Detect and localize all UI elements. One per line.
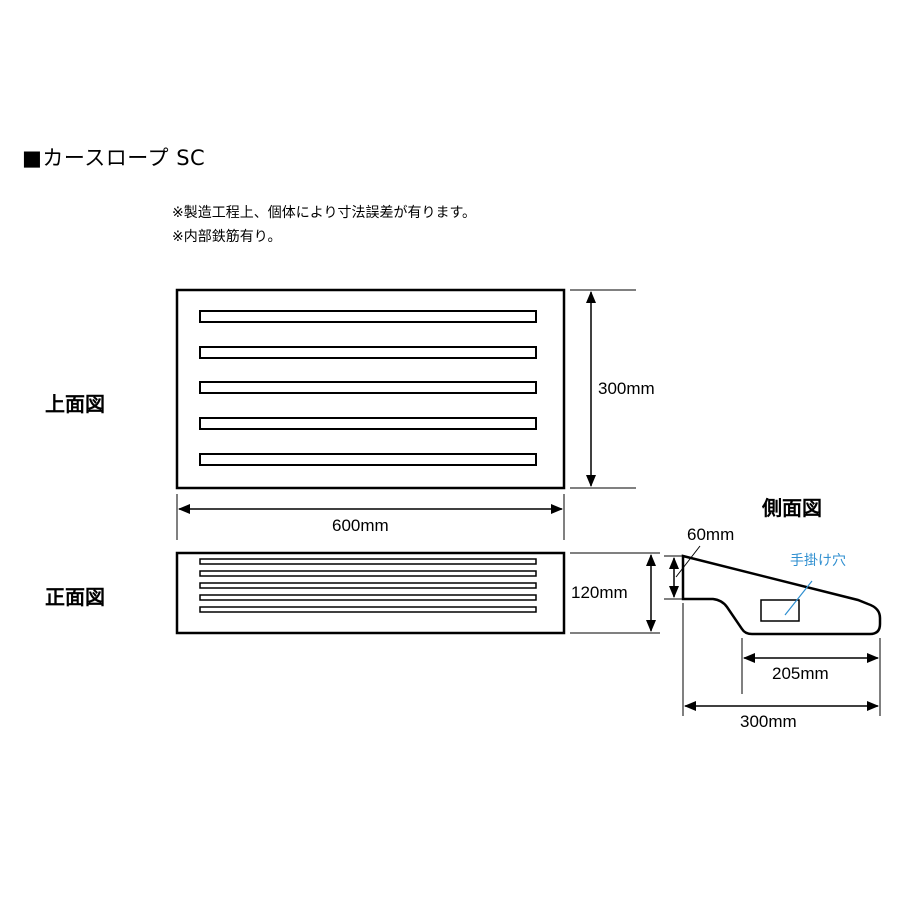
top-groove-4 — [199, 417, 537, 430]
top-groove-5 — [199, 453, 537, 466]
top-view — [175, 288, 566, 490]
top-groove-2 — [199, 346, 537, 359]
side-view-outline — [681, 554, 882, 636]
hand-hole-callout: 手掛け穴 — [790, 553, 846, 569]
side-total-dimension — [682, 603, 879, 716]
hand-hole-rect — [760, 599, 800, 622]
top-width-label: 600mm — [332, 516, 389, 535]
front-height-dimension — [570, 552, 660, 634]
top-view-outline — [175, 288, 566, 490]
front-height-label: 120mm — [571, 583, 628, 602]
side-total-length-label: 300mm — [740, 712, 797, 731]
top-groove-3 — [199, 381, 537, 394]
top-groove-1 — [199, 310, 537, 323]
front-view — [175, 551, 566, 635]
front-groove-2 — [199, 570, 537, 577]
top-view-label: 上面図 — [45, 392, 105, 416]
side-front-height-dimension — [664, 545, 701, 600]
side-front-height-label: 60mm — [687, 525, 735, 544]
front-view-label: 正面図 — [45, 585, 105, 609]
hand-hole-leader — [784, 580, 813, 616]
side-bottom-length-label: 205mm — [772, 664, 829, 683]
side-view-label: 側面図 — [762, 496, 822, 520]
front-groove-1 — [199, 558, 537, 565]
front-groove-4 — [199, 594, 537, 601]
front-view-outline — [175, 551, 566, 635]
side-view — [681, 554, 882, 636]
top-height-label: 300mm — [598, 379, 655, 398]
note-rebar: ※内部鉄筋有り。 — [172, 229, 282, 245]
front-groove-5 — [199, 606, 537, 613]
top-width-dimension — [176, 494, 565, 540]
side-bottom-dimension — [741, 638, 881, 716]
note-tolerance: ※製造工程上、個体により寸法誤差が有ります。 — [172, 205, 477, 221]
top-height-dimension — [570, 289, 636, 489]
page-title: ■カースロープ SC — [22, 146, 206, 170]
front-groove-3 — [199, 582, 537, 589]
